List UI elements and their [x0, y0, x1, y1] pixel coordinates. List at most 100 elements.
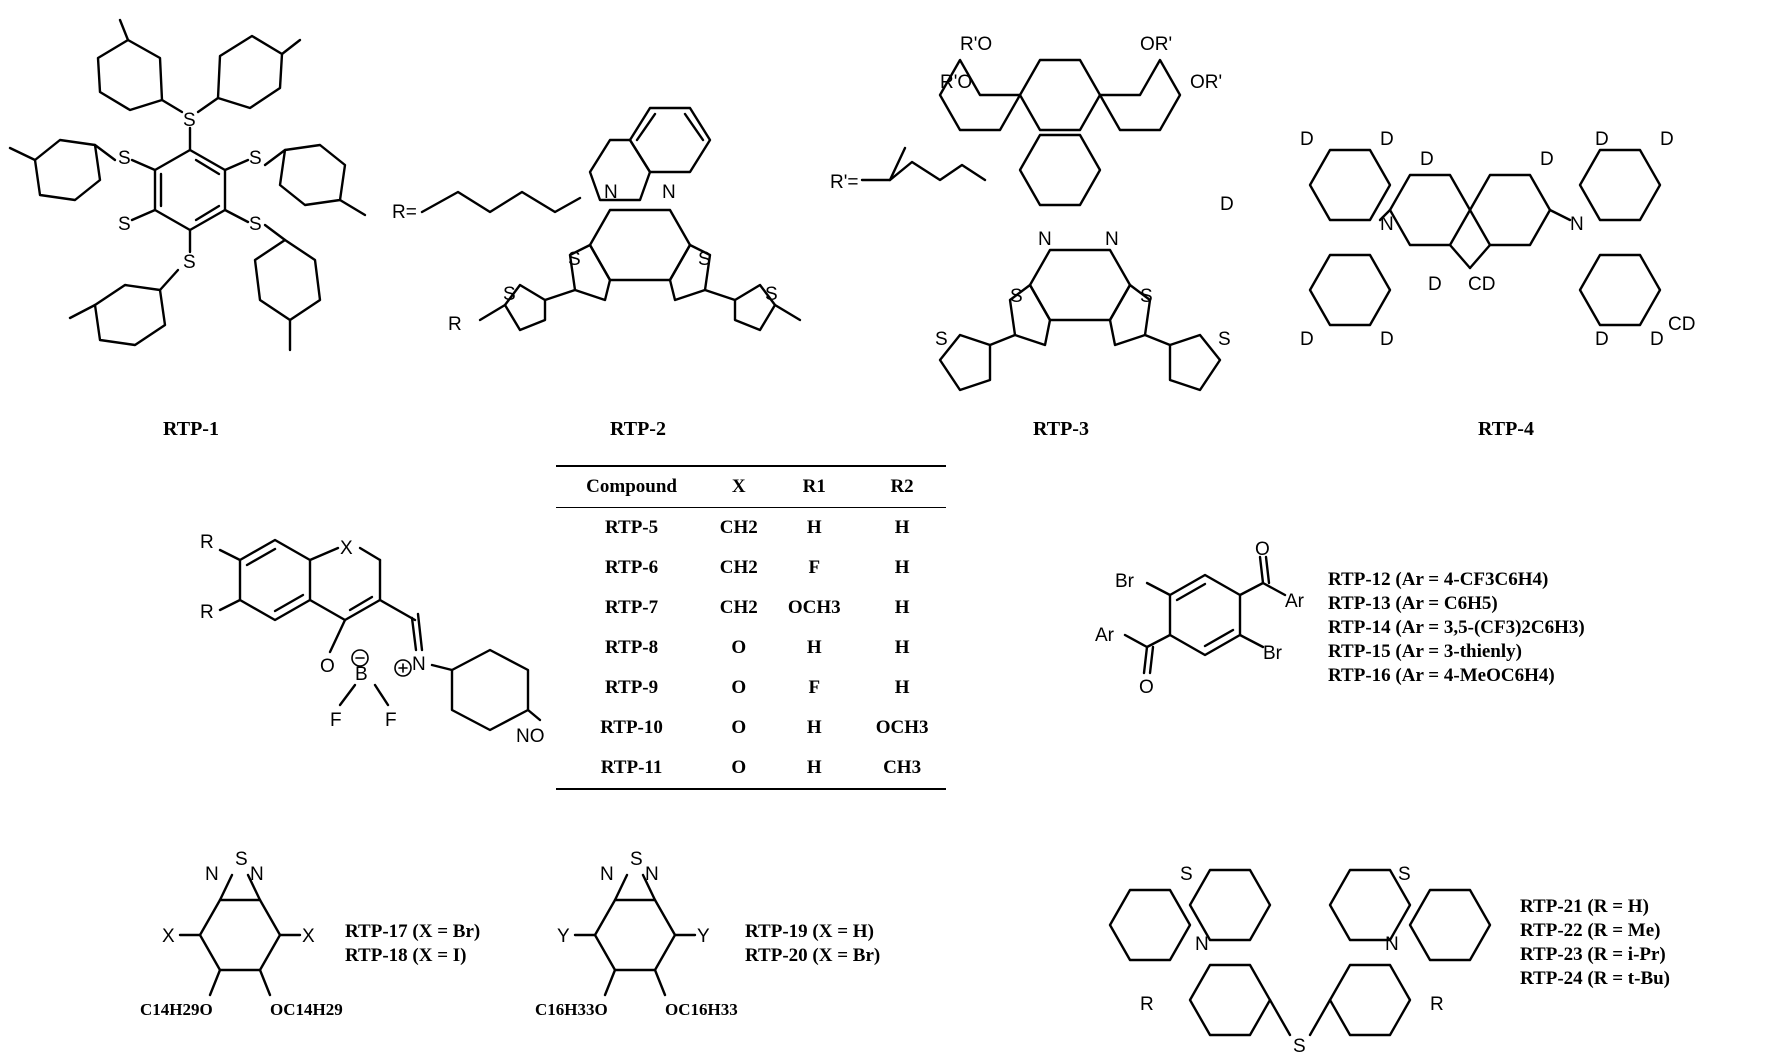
r-left: R — [1140, 994, 1154, 1015]
rtp1-s-6: S — [118, 148, 131, 169]
rtp19-oc16-label: OC16H33 — [665, 1000, 738, 1019]
table-cell: H — [806, 637, 822, 658]
rtp3-ro-2: R'O — [940, 72, 972, 93]
table-cell: O — [707, 748, 771, 790]
rtp3-s-2: S — [1140, 286, 1153, 307]
rtp2-s-4: S — [765, 284, 778, 305]
table-cell: CH2 — [719, 557, 758, 578]
rtp4-d-8: D — [1380, 329, 1394, 350]
ar-1: Ar — [1285, 591, 1305, 612]
scaffold-b: B — [355, 664, 368, 685]
table-row: RTP-5 CH2 H H — [556, 508, 946, 549]
s-1: S — [630, 849, 643, 870]
rtp4-d-5: D — [1595, 129, 1609, 150]
table-cell: F — [808, 677, 821, 698]
rtp2-r-eq: R= — [392, 202, 417, 223]
rtp2-n-1: N — [604, 182, 618, 203]
rtp1-label: RTP-1 — [163, 418, 219, 440]
list-item: RTP-14 (Ar = 3,5-(CF3)2C6H3) — [1328, 617, 1585, 638]
rtp5-11-structure: X O N B F F NO R R — [200, 532, 545, 747]
table-header-compound: Compound — [556, 465, 708, 508]
table-cell: RTP-8 — [604, 637, 659, 658]
scaffold-n: N — [412, 654, 426, 675]
n-left: N — [1195, 934, 1209, 955]
rtp1-s-1: S — [183, 110, 196, 131]
table-cell: H — [806, 517, 822, 538]
rtp17-oc14-label: OC14H29 — [270, 1000, 343, 1019]
rtp4-d3c-2: D — [1220, 194, 1234, 215]
rtp2-s-1: S — [568, 249, 581, 270]
list-item: RTP-12 (Ar = 4-CF3C6H4) — [1328, 569, 1549, 590]
rtp4-d-1: D — [1300, 129, 1314, 150]
rtp3-or-2: OR' — [1190, 72, 1222, 93]
scaffold-x: X — [340, 538, 353, 559]
n-2: N — [645, 864, 659, 885]
rtp17-18-structure: N N S X X — [162, 849, 315, 997]
rtp4-label: RTP-4 — [1478, 418, 1534, 440]
rtp3-s-3: S — [935, 329, 948, 350]
rtp4-d-3: D — [1420, 149, 1434, 170]
scaffold-r2: R — [200, 602, 214, 623]
n-2: N — [250, 864, 264, 885]
y-2: Y — [697, 926, 710, 947]
ar-2: Ar — [1095, 625, 1115, 646]
scaffold-r1: R — [200, 532, 214, 553]
table-cell: RTP-5 — [604, 517, 659, 538]
table-cell: CH2 — [719, 597, 758, 618]
table-cell: CH3 — [858, 748, 946, 790]
list-item: RTP-19 (X = H) — [745, 921, 874, 942]
table-row: RTP-7 CH2 OCH3 H — [556, 588, 946, 628]
s-1: S — [235, 849, 248, 870]
table-cell: H — [894, 637, 910, 658]
table-cell: CH2 — [719, 517, 758, 538]
table-cell: OCH3 — [875, 717, 929, 738]
table-header-x: X — [707, 465, 771, 508]
rtp1-structure: S S S S S S — [8, 18, 367, 352]
rtp4-d-7: D — [1300, 329, 1314, 350]
rtp3-ro-1: R'O — [960, 34, 992, 55]
table-cell: O — [731, 677, 747, 698]
table-cell: RTP-10 — [600, 717, 663, 738]
rtp1-s-4: S — [183, 252, 196, 273]
list-item: RTP-23 (R = i-Pr) — [1520, 944, 1666, 965]
rtp1-s-3: S — [249, 214, 262, 235]
rtp3-s-4: S — [1218, 329, 1231, 350]
br-2: Br — [1263, 643, 1283, 664]
rtp3-n-2: N — [1105, 229, 1119, 250]
rtp4-d3c-1: D — [1428, 274, 1442, 295]
table-cell: H — [806, 717, 822, 738]
rtp4-n-1: N — [1380, 214, 1394, 235]
rtp21-24-list: RTP-21 (R = H) RTP-22 (R = Me) RTP-23 (R… — [1520, 895, 1670, 991]
table-row: RTP-8 O H H — [556, 628, 946, 668]
rtp19-20-structure: N N S Y Y — [557, 849, 710, 997]
table-cell: H — [894, 517, 910, 538]
table-cell: O — [731, 637, 747, 658]
rtp4-d-2: D — [1380, 129, 1394, 150]
list-item: RTP-15 (Ar = 3-thienly) — [1328, 641, 1522, 662]
rtp17-c14-label: C14H29O — [140, 1000, 213, 1019]
rtp17-18-list: RTP-17 (X = Br) RTP-18 (X = I) — [345, 920, 480, 968]
list-item: RTP-17 (X = Br) — [345, 921, 481, 942]
table-cell: OCH3 — [787, 597, 841, 618]
rtp12-16-list: RTP-12 (Ar = 4-CF3C6H4) RTP-13 (Ar = C6H… — [1328, 568, 1585, 688]
table-cell: RTP-11 — [556, 748, 708, 790]
rtp4-d-9: D — [1595, 329, 1609, 350]
table-cell: RTP-9 — [604, 677, 659, 698]
br-1: Br — [1115, 571, 1135, 592]
table-cell: RTP-7 — [604, 597, 659, 618]
list-item: RTP-22 (R = Me) — [1520, 920, 1661, 941]
y-1: Y — [557, 926, 570, 947]
scaffold-f-1: F — [330, 710, 342, 731]
o-2: O — [1139, 677, 1154, 698]
rtp2-n-2: N — [662, 182, 676, 203]
scaffold-o: O — [320, 656, 335, 677]
rtp2-s-3: S — [503, 284, 516, 305]
rtp4-d-6: D — [1660, 129, 1674, 150]
table-cell: H — [894, 597, 910, 618]
table-header-r2: R2 — [858, 465, 946, 508]
list-item: RTP-20 (X = Br) — [745, 945, 881, 966]
rtp4-cd3-2: CD — [1668, 314, 1695, 335]
s-left: S — [1180, 864, 1193, 885]
rtp4-n-2: N — [1570, 214, 1584, 235]
